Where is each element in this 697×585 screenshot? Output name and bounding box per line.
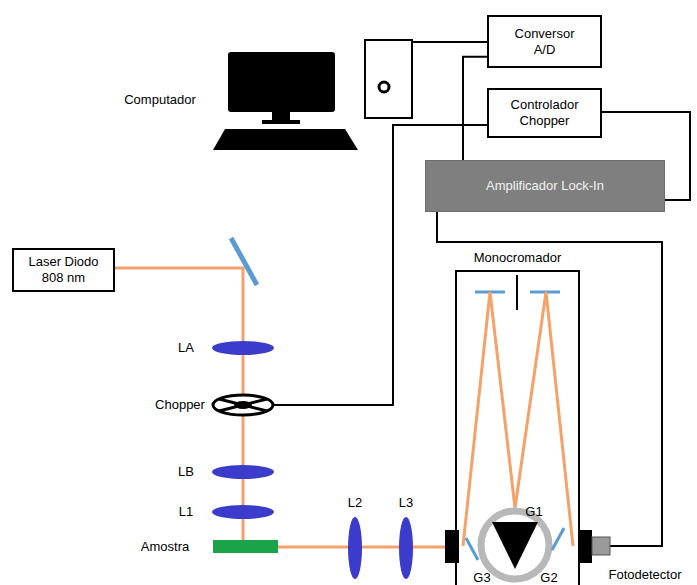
chopper-hub [234,401,252,409]
monitor [228,52,335,112]
grating-label: G1 [525,504,542,520]
controller-box: Controlador Chopper [487,88,602,138]
sample [213,540,278,553]
monitor-stand [272,112,290,121]
part-label: Chopper [155,397,205,413]
keyboard [213,129,358,150]
monochromator-housing: Monocromador [455,270,580,585]
part-label: Fotodetector [609,567,682,583]
lens [212,465,274,479]
power-button [379,82,389,92]
monitor-base [262,120,300,124]
mirror [231,238,257,285]
photodetector [592,537,610,555]
chopper-blades [219,399,267,411]
housing-heading: Monocromador [474,250,561,266]
chopper-wheel [213,395,273,415]
computer-tower [365,40,412,118]
box-text: Controlador Chopper [500,97,590,128]
signal-cable [463,57,487,160]
grating-label: G2 [540,570,557,585]
grating [466,538,478,560]
exit-slit [578,530,592,563]
lockin-band: Amplificador Lock-In [425,160,665,212]
wire [437,212,662,546]
laser-beam [278,546,446,549]
lens [399,517,413,579]
lens [348,517,362,579]
laser-box: Laser Diodo 808 nm [12,248,115,292]
lens-label: L3 [399,495,413,511]
converter-box: Conversor A/D [487,15,602,68]
box-text: Amplificador Lock-In [486,178,604,194]
grating-label: G3 [473,570,490,585]
part-label: Amostra [141,539,189,555]
lens [212,341,274,355]
grating [552,528,564,550]
wire [412,41,487,43]
lens-label: L2 [348,495,362,511]
lens [212,505,274,519]
grating-turret [481,511,549,579]
device-label: Computador [124,92,196,108]
grating-triangle [492,522,538,569]
box-text: Laser Diodo 808 nm [20,254,108,285]
box-text: Conversor A/D [503,26,587,57]
lens-label: LB [178,464,194,480]
lens-label: L1 [179,504,193,520]
baffle [516,275,518,310]
lens-label: LA [178,340,194,356]
